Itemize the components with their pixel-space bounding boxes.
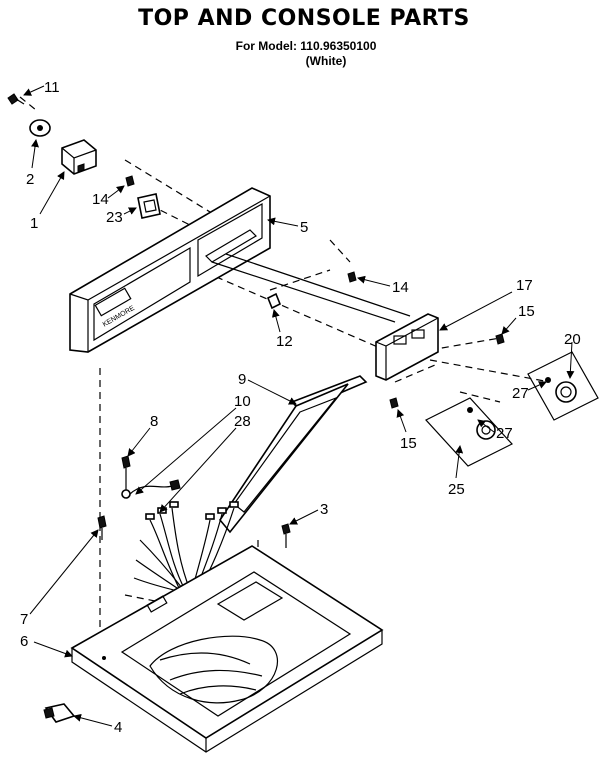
callout-14-right: 14 — [392, 279, 409, 296]
callout-5: 5 — [300, 219, 308, 236]
screw-part-8 — [121, 455, 131, 499]
top-panel-part-6 — [70, 545, 384, 753]
knob-assembly-part-25 — [425, 397, 513, 467]
callout-27-lower: 27 — [496, 425, 513, 442]
callout-10: 10 — [234, 393, 251, 410]
callout-3: 3 — [320, 501, 328, 518]
callout-8: 8 — [150, 413, 158, 430]
model-number: For Model: 110.96350100 — [235, 39, 377, 53]
callout-15-lower: 15 — [400, 435, 417, 452]
screw-part-15-lower — [389, 397, 399, 409]
callout-23: 23 — [106, 209, 123, 226]
callout-25: 25 — [448, 481, 465, 498]
screw-part-14-right — [347, 271, 357, 283]
callout-7: 7 — [20, 611, 28, 628]
control-housing-part-17 — [375, 313, 439, 381]
callout-9: 9 — [238, 371, 246, 388]
callout-4: 4 — [114, 719, 122, 736]
clip-part-12 — [266, 292, 282, 310]
callout-17: 17 — [516, 277, 533, 294]
diagram-title: TOP AND CONSOLE PARTS — [138, 6, 470, 31]
screw-part-14-left — [125, 175, 135, 187]
screw-part-11 — [7, 93, 25, 105]
clip-part-4 — [43, 703, 76, 723]
control-bracket-part-9 — [219, 375, 368, 534]
wire-harness-part-10 — [129, 479, 181, 495]
console-rail — [211, 253, 411, 323]
callout-15-upper: 15 — [518, 303, 535, 320]
switch-part-1 — [61, 139, 97, 175]
callout-14-left: 14 — [92, 191, 109, 208]
knob-assembly-part-20 — [527, 351, 599, 421]
screw-part-7 — [97, 515, 107, 540]
callout-2: 2 — [26, 171, 34, 188]
console-panel-part-5: KENMORE — [69, 187, 271, 353]
callout-labels: 11 2 1 14 23 5 14 12 17 15 20 27 27 15 2… — [20, 79, 581, 736]
color-variant: (White) — [305, 54, 347, 68]
callout-28: 28 — [234, 413, 251, 430]
callout-12: 12 — [276, 333, 293, 350]
callout-1: 1 — [30, 215, 38, 232]
callout-6: 6 — [20, 633, 28, 650]
callout-11: 11 — [44, 79, 60, 96]
callout-20: 20 — [564, 331, 581, 348]
screw-part-15-upper — [495, 333, 505, 345]
clip-part-23 — [137, 193, 161, 219]
callout-27-upper: 27 — [512, 385, 529, 402]
leader-lines — [23, 85, 575, 727]
screw-part-3 — [281, 523, 291, 548]
bracket-part-2 — [29, 119, 51, 137]
